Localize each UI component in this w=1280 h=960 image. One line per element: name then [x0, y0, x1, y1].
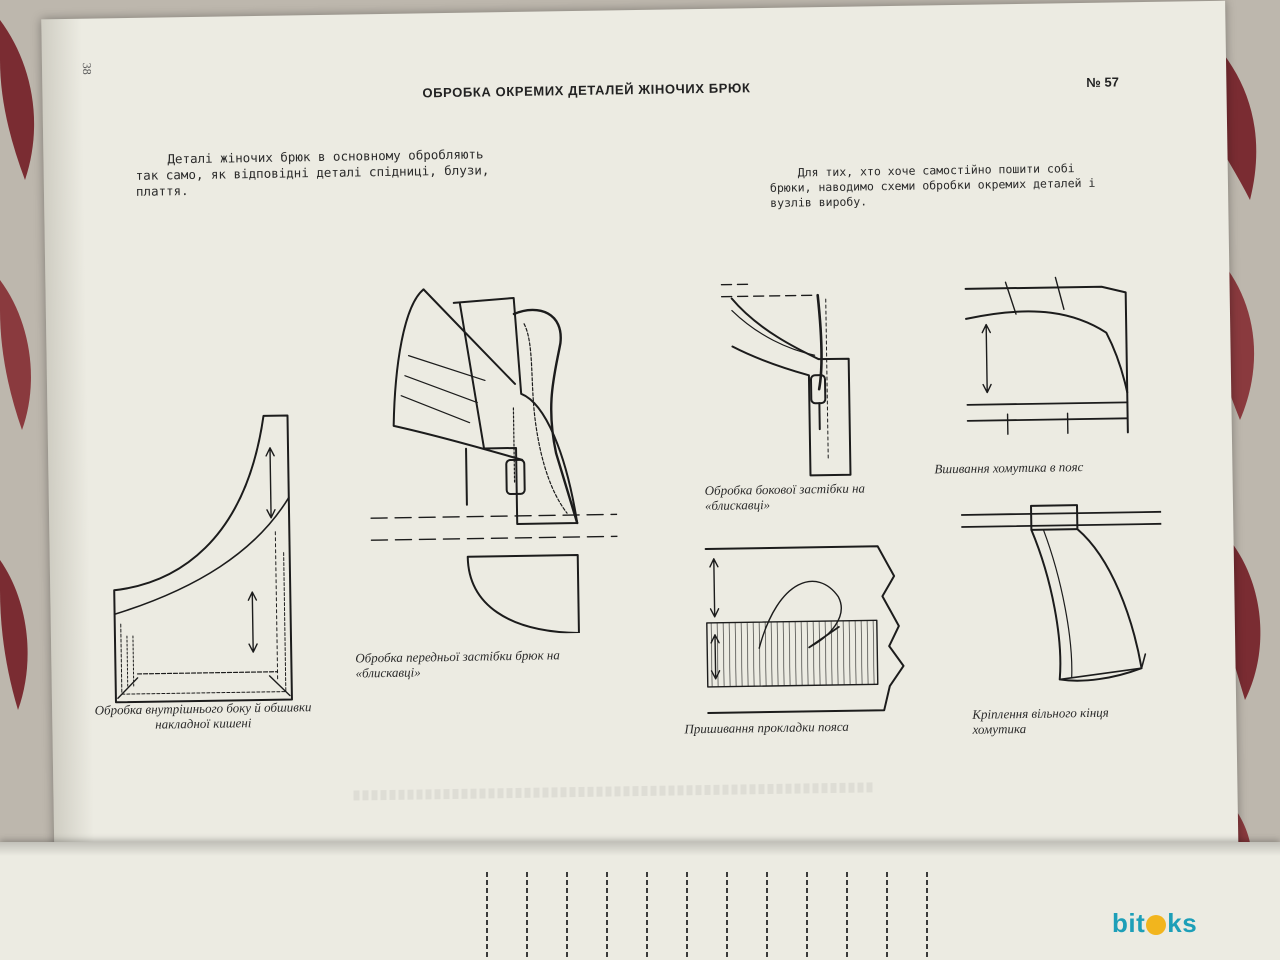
caption-loop-sewing: Вшивання хомутика в пояс: [934, 459, 1084, 477]
watermark-prefix: bit: [1112, 908, 1146, 938]
section-number: № 57: [1086, 74, 1120, 90]
caption-belt-interfacing: Пришивання прокладки пояса: [684, 718, 849, 737]
toc-column: [646, 872, 648, 958]
next-page-edge: [0, 842, 1280, 960]
book-page: 38 Обробка окремих деталей жіночих брюк …: [41, 0, 1239, 890]
caption-front-zipper: Обробка передньої застібки брюк на «блис…: [355, 647, 560, 681]
watermark-suffix: ks: [1167, 908, 1198, 938]
toc-column: [686, 872, 688, 958]
caption-pocket: Обробка внутрішнього боку й обшивки накл…: [94, 699, 312, 732]
page-title: Обробка окремих деталей жіночих брюк: [422, 80, 751, 101]
page-fold-shadow: [0, 842, 1280, 856]
toc-column: [606, 872, 608, 958]
toc-column: [726, 872, 728, 958]
toc-column: [806, 872, 808, 958]
show-through-table-of-contents: [476, 872, 976, 960]
caption-side-zipper: Обробка бокової застібки на «блискавці»: [704, 480, 866, 513]
caption-loop-end: Кріплення вільного кінця хомутика: [972, 704, 1109, 737]
front-zipper-diagram: [370, 288, 619, 634]
side-zipper-diagram: [720, 283, 852, 477]
toc-column: [846, 872, 848, 958]
page-number: 38: [79, 62, 95, 75]
show-through-text: [353, 782, 874, 801]
pocket-lining-diagram: [113, 414, 293, 704]
toc-column: [486, 872, 488, 958]
toc-column: [926, 872, 928, 958]
intro-paragraph-left: Деталі жіночих брюк в основному обробляю…: [135, 146, 490, 199]
belt-interfacing-diagram: [704, 545, 905, 714]
toc-column: [526, 872, 528, 958]
toc-column: [766, 872, 768, 958]
toc-column: [886, 872, 888, 958]
toc-column: [566, 872, 568, 958]
belt-loop-sewing-diagram: [964, 276, 1129, 435]
belt-loop-end-diagram: [960, 504, 1163, 682]
intro-paragraph-right: Для тих, хто хоче самостійно пошити собі…: [769, 161, 1096, 210]
coin-icon: [1146, 915, 1167, 936]
